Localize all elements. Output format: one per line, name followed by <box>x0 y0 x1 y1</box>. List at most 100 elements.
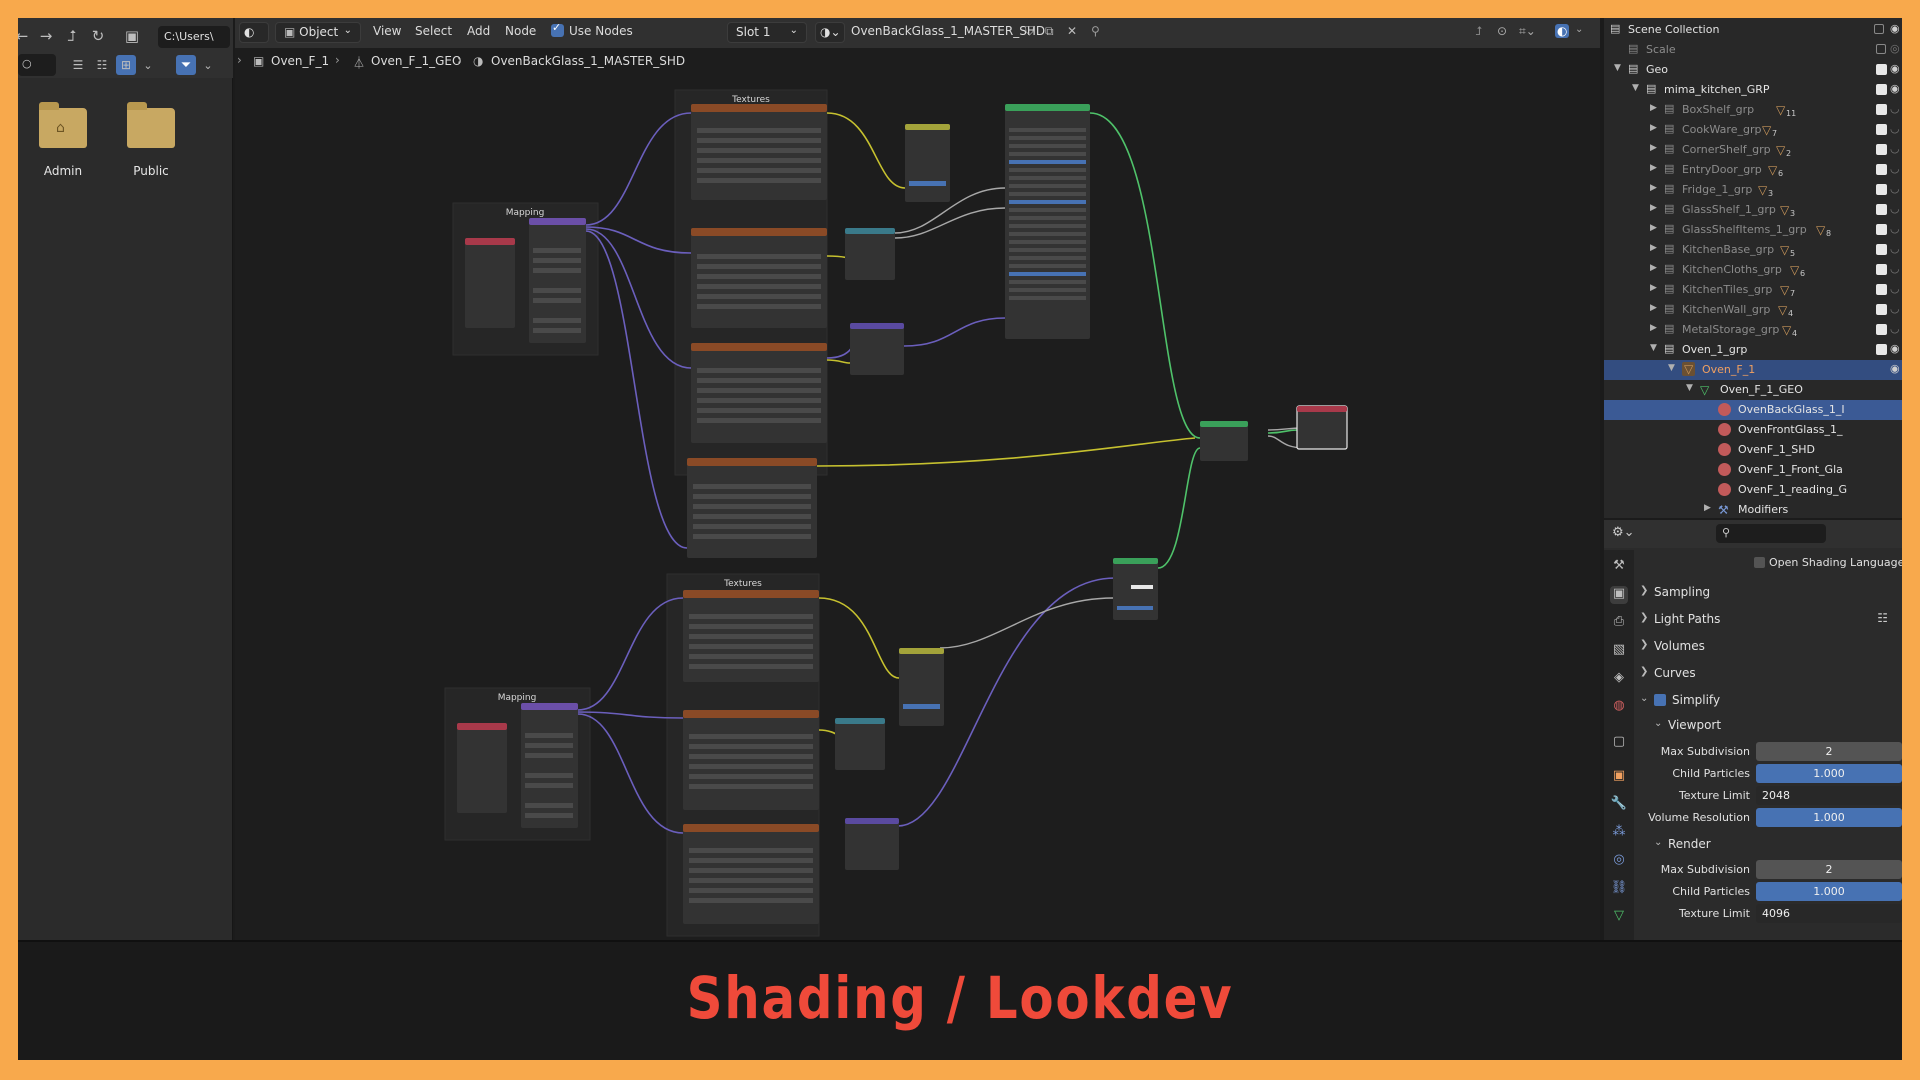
expand-arrow-icon[interactable]: ▼ <box>1614 63 1621 73</box>
mapping-node[interactable] <box>521 703 578 828</box>
eye-closed-icon[interactable]: ◡ <box>1890 122 1900 135</box>
eye-closed-icon[interactable]: ◡ <box>1890 322 1900 335</box>
thumbnails-icon[interactable]: ⊞ <box>116 55 136 75</box>
exclude-checkbox[interactable] <box>1876 64 1887 75</box>
exclude-checkbox[interactable] <box>1876 44 1886 54</box>
outliner-row-material[interactable]: OvenF_1_Front_Gla <box>1604 460 1902 480</box>
collapse-arrow-icon[interactable]: ▶ <box>1650 303 1657 313</box>
view-layer-tab-icon[interactable]: ▧ <box>1612 642 1626 657</box>
material-output-node[interactable] <box>1296 405 1348 450</box>
chevron-down-icon[interactable]: ⌄ <box>203 58 213 72</box>
outliner-row-oven-grp[interactable]: ▼ ▤ Oven_1_grp ◉ <box>1604 340 1902 360</box>
image-texture-node[interactable] <box>691 343 827 443</box>
output-tab-icon[interactable]: ⎙ <box>1613 614 1625 629</box>
collapse-arrow-icon[interactable]: ▶ <box>1650 123 1657 133</box>
path-field[interactable]: C:\Users\ <box>158 26 230 48</box>
scene-tab-icon[interactable]: ◈ <box>1614 670 1624 685</box>
outliner-row-collection[interactable]: ▶ ▤ CookWare_grp ▽7 ◡ <box>1604 120 1902 140</box>
outliner-row-collection[interactable]: ▶ ▤ Fridge_1_grp ▽3 ◡ <box>1604 180 1902 200</box>
eye-closed-icon[interactable]: ◡ <box>1890 302 1900 315</box>
parent-directory-icon[interactable]: ⮥ <box>67 27 77 45</box>
volume-resolution-slider[interactable]: 1.000 <box>1756 808 1902 827</box>
outliner-row-geo[interactable]: ▼ ▤ Geo ◉ <box>1604 60 1902 80</box>
physics-tab-icon[interactable]: ◎ <box>1613 852 1625 867</box>
material-name-field[interactable]: OvenBackGlass_1_MASTER_SHD <box>851 24 1046 38</box>
object-tab-icon[interactable]: ▣ <box>1612 768 1626 783</box>
outliner-panel[interactable]: ▤ Scene Collection ◉ ▤ Scale ◎ ▼ ▤ Geo ◉… <box>1604 18 1902 518</box>
use-nodes-checkbox[interactable]: Use Nodes <box>551 21 633 38</box>
outliner-row-collection[interactable]: ▶ ▤ CornerShelf_grp ▽2 ◡ <box>1604 140 1902 160</box>
outliner-row-scene-collection[interactable]: ▤ Scene Collection ◉ <box>1604 20 1902 40</box>
exclude-checkbox[interactable] <box>1876 184 1887 195</box>
subsection-viewport[interactable]: ⌄Viewport <box>1654 715 1902 737</box>
collapse-arrow-icon[interactable]: ▶ <box>1650 223 1657 233</box>
normal-map-node[interactable] <box>850 323 904 375</box>
material-browse-button[interactable]: ◑⌄ <box>815 22 845 43</box>
outliner-row-collection[interactable]: ▶ ▤ KitchenBase_grp ▽5 ◡ <box>1604 240 1902 260</box>
child-particles-slider[interactable]: 1.000 <box>1756 882 1902 901</box>
outliner-row-collection[interactable]: ▶ ▤ GlassShelf_1_grp ▽3 ◡ <box>1604 200 1902 220</box>
menu-view[interactable]: View <box>373 24 402 38</box>
eye-icon[interactable]: ◉ <box>1890 22 1900 35</box>
collapse-arrow-icon[interactable]: ▶ <box>1650 163 1657 173</box>
mix-rgb-node[interactable] <box>905 124 950 202</box>
refresh-icon[interactable]: ↻ <box>91 27 105 45</box>
eye-closed-icon[interactable]: ◡ <box>1890 282 1900 295</box>
eye-icon[interactable]: ◉ <box>1890 362 1900 375</box>
pin-icon[interactable]: ⚲ <box>1091 24 1100 38</box>
section-volumes[interactable]: ❯Volumes <box>1640 636 1902 658</box>
eye-closed-icon[interactable]: ◡ <box>1890 202 1900 215</box>
outliner-row-collection[interactable]: ▶ ▤ MetalStorage_grp ▽4 ◡ <box>1604 320 1902 340</box>
exclude-checkbox[interactable] <box>1876 224 1887 235</box>
menu-node[interactable]: Node <box>505 24 537 38</box>
outliner-row-collection[interactable]: ▶ ▤ EntryDoor_grp ▽6 ◡ <box>1604 160 1902 180</box>
editor-type-icon[interactable]: ⚙⌄ <box>1612 525 1635 540</box>
collapse-arrow-icon[interactable]: ▶ <box>1650 263 1657 273</box>
image-texture-node[interactable] <box>691 104 827 200</box>
eye-icon[interactable]: ◉ <box>1890 82 1900 95</box>
file-search-input[interactable]: ○ <box>18 54 56 76</box>
max-subdivision-field[interactable]: 2 <box>1756 742 1902 761</box>
close-icon[interactable]: ✕ <box>1067 24 1078 38</box>
outliner-row-scale[interactable]: ▤ Scale ◎ <box>1604 40 1902 60</box>
texture-coordinate-node[interactable] <box>465 238 515 328</box>
image-texture-node[interactable] <box>683 824 819 924</box>
section-light-paths[interactable]: ❯Light Paths☷ <box>1640 609 1902 631</box>
collapse-arrow-icon[interactable]: ▶ <box>1704 503 1711 513</box>
mapping-node[interactable] <box>529 218 586 343</box>
chevron-down-icon[interactable]: ⌄ <box>143 58 153 72</box>
exclude-checkbox[interactable] <box>1876 84 1887 95</box>
outliner-row-modifiers[interactable]: ▶ ⚒ Modifiers <box>1604 500 1902 518</box>
chevron-down-icon[interactable]: ⌄ <box>1575 24 1584 35</box>
particles-tab-icon[interactable]: ⁂ <box>1612 824 1626 839</box>
collapse-arrow-icon[interactable]: ▶ <box>1650 183 1657 193</box>
section-curves[interactable]: ❯Curves <box>1640 663 1902 685</box>
normal-map-node[interactable] <box>845 818 899 870</box>
outliner-row-oven-f-1[interactable]: ▼ ▽ Oven_F_1 ◉ <box>1604 360 1902 380</box>
exclude-checkbox[interactable] <box>1876 124 1887 135</box>
exclude-checkbox[interactable] <box>1876 144 1887 155</box>
expand-arrow-icon[interactable]: ▼ <box>1632 83 1639 93</box>
eye-icon[interactable]: ◉ <box>1890 342 1900 355</box>
collapse-arrow-icon[interactable]: ▶ <box>1650 323 1657 333</box>
snap-grid-icon[interactable]: ⌗⌄ <box>1519 24 1536 38</box>
collapse-arrow-icon[interactable]: ▶ <box>1650 203 1657 213</box>
shader-node-editor[interactable]: Textures Mapping Textures Mapping <box>235 18 1600 940</box>
outliner-row-collection[interactable]: ▶ ▤ BoxShelf_grp ▽11 ◡ <box>1604 100 1902 120</box>
exclude-checkbox[interactable] <box>1876 344 1887 355</box>
simplify-checkbox[interactable] <box>1654 694 1666 706</box>
render-tab-icon[interactable]: ▣ <box>1610 586 1628 604</box>
eye-closed-icon[interactable]: ◡ <box>1890 222 1900 235</box>
outliner-row-material[interactable]: OvenF_1_reading_G <box>1604 480 1902 500</box>
expand-arrow-icon[interactable]: ▼ <box>1650 343 1657 353</box>
node-canvas[interactable]: Textures Mapping Textures Mapping <box>235 18 1600 940</box>
collection-tab-icon[interactable]: ▢ <box>1612 734 1626 749</box>
data-tab-icon[interactable]: ▽ <box>1614 908 1624 923</box>
mix-shader-node[interactable] <box>1200 421 1248 461</box>
parent-node-tree-icon[interactable]: ⮥ <box>1475 24 1483 38</box>
glass-bsdf-node[interactable] <box>1113 558 1158 620</box>
separate-rgb-node[interactable] <box>835 718 885 770</box>
object-mode-dropdown[interactable]: ▣ Object ⌄ <box>275 22 361 43</box>
forward-arrow-icon[interactable]: → <box>39 27 53 45</box>
outliner-row-material[interactable]: OvenF_1_SHD <box>1604 440 1902 460</box>
